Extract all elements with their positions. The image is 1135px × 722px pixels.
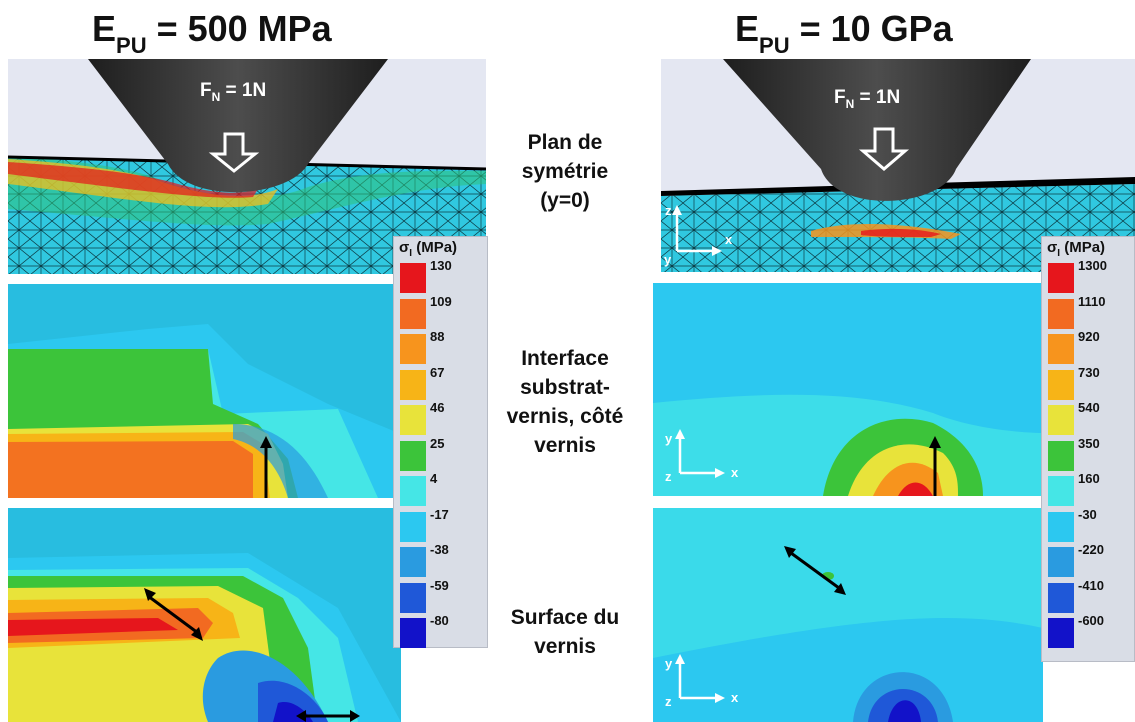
legend-right: σI (MPa) 1300 1110 920 730 540 350 160 -30 -220 -… <box>1041 236 1135 662</box>
legend-left-tick-label: 109 <box>430 293 452 309</box>
legend-left-swatch <box>400 547 426 577</box>
legend-left-swatch <box>400 582 426 613</box>
indenter-left <box>88 59 388 193</box>
axis-label-x-right-top: x <box>725 232 733 247</box>
legend-left-swatch <box>400 298 426 329</box>
legend-left-tick-label: -59 <box>430 577 449 593</box>
axis-label-z-right-bot: z <box>665 694 672 709</box>
legend-left-swatch <box>400 334 426 364</box>
legend-left-tick-label: -38 <box>430 542 449 557</box>
axis-label-x-right-mid: x <box>731 465 739 480</box>
legend-left-tick-label: 88 <box>430 329 445 344</box>
legend-right-tick-label: 160 <box>1078 471 1100 486</box>
legend-right-swatch <box>1048 405 1074 435</box>
axis-label-x-right-bot: x <box>731 690 739 705</box>
legend-right-swatch <box>1048 547 1074 577</box>
legend-right-tick-label: 1300 <box>1078 258 1107 273</box>
legend-left-swatch <box>400 476 426 506</box>
force-label-right: FN = 1N <box>834 87 901 111</box>
legend-right-tick-label: 730 <box>1078 364 1100 380</box>
legend-left-title: σI (MPa) <box>399 239 458 259</box>
legend-left-tick-label: -80 <box>430 613 449 628</box>
legend-right-tick-label: -220 <box>1078 542 1105 557</box>
force-arrow-left <box>208 132 260 173</box>
title-right: EPU = 10 GPa <box>735 8 953 59</box>
legend-left-swatch <box>400 405 426 435</box>
legend-right-swatch <box>1048 440 1074 471</box>
legend-right-tick-label: 540 <box>1078 400 1100 415</box>
force-arrow-right <box>858 127 910 171</box>
legend-left-tick-label: -17 <box>430 506 449 522</box>
legend-left-swatch <box>400 440 426 471</box>
legend-left-tick-label: 67 <box>430 364 445 380</box>
legend-left-swatch <box>400 369 426 400</box>
legend-right-swatch <box>1048 334 1074 364</box>
legend-right-swatch <box>1048 582 1074 613</box>
legend-right-tick-label: -30 <box>1078 506 1097 522</box>
legend-right-swatch <box>1048 298 1074 329</box>
axis-label-z-right-top: z <box>665 203 672 218</box>
legend-left-tick-label: 46 <box>430 400 445 415</box>
left-interface-panel <box>8 284 401 498</box>
legend-right-title: σI (MPa) <box>1047 239 1106 259</box>
legend-left-tick-label: 25 <box>430 435 445 451</box>
legend-left-tick-label: 130 <box>430 258 452 273</box>
legend-right-swatch <box>1048 476 1074 506</box>
legend-left-swatch <box>400 511 426 542</box>
legend-right-swatch <box>1048 511 1074 542</box>
legend-left: σI (MPa) 130 109 88 67 46 25 4 -17 -38 -59 -80 <box>393 236 488 648</box>
legend-right-swatch <box>1048 263 1074 293</box>
legend-right-tick-label: -410 <box>1078 577 1105 593</box>
legend-left-swatch <box>400 263 426 293</box>
left-symmetry-plane-panel <box>8 59 486 274</box>
legend-right-swatch <box>1048 618 1074 648</box>
right-symmetry-plane-panel: z y x <box>661 59 1135 272</box>
force-label-left: FN = 1N <box>200 80 267 104</box>
legend-right-tick-label: 920 <box>1078 329 1100 344</box>
title-left: EPU = 500 MPa <box>92 8 332 59</box>
axis-label-y-right-top: y <box>664 252 672 267</box>
left-surface-panel <box>8 508 401 722</box>
axis-label-z-right-mid: z <box>665 469 672 484</box>
legend-right-tick-label: -600 <box>1078 613 1105 628</box>
legend-left-tick-label: 4 <box>430 471 438 486</box>
right-surface-panel: y z x <box>653 508 1043 722</box>
legend-right-tick-label: 350 <box>1078 435 1100 451</box>
axis-label-y-right-bot: y <box>665 656 673 671</box>
legend-right-tick-label: 1110 <box>1078 293 1106 309</box>
legend-right-swatch <box>1048 369 1074 400</box>
axis-label-y-right-mid: y <box>665 431 673 446</box>
right-interface-panel: y z x <box>653 283 1043 496</box>
legend-left-swatch <box>400 618 426 648</box>
